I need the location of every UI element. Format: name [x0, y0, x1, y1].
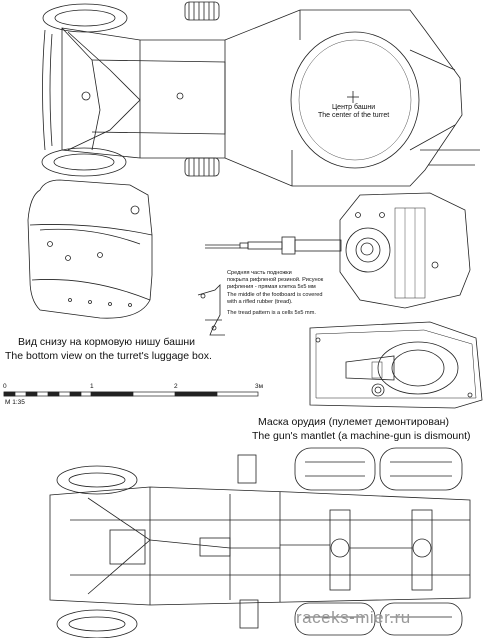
top-view-rear-wheels	[184, 1, 220, 177]
top-view-drawing	[41, 1, 480, 187]
scale-tick-0: 0	[3, 383, 7, 390]
chassis-rear-bogies	[294, 447, 463, 636]
turret-center-label-en: The center of the turret	[318, 112, 390, 119]
scale-ratio: М 1:35	[5, 399, 25, 406]
footboard-note-en-1: The middle of the footboard is covered	[227, 292, 323, 298]
footboard-note-ru-1: Средняя часть подножки	[227, 270, 292, 276]
footboard-note-en-2: with a rifled rubber (tread).	[227, 299, 293, 305]
footboard-bracket-drawing	[197, 284, 225, 336]
turret-side-drawing	[205, 192, 471, 309]
scale-bar	[3, 391, 259, 397]
mantlet-drawing	[309, 321, 483, 409]
scale-tick-1: 1	[90, 383, 94, 390]
footboard-note-en-3: The tread pattern is a cells 5x5 mm.	[227, 310, 316, 316]
watermark: raceks-mier.ru	[296, 608, 411, 627]
scale-tick-3: 3м	[255, 383, 264, 390]
footboard-note-ru-3: рифления - прямая клетка 5x5 мм	[227, 284, 316, 290]
luggage-box-caption-ru: Вид снизу на кормовую нишу башни	[18, 336, 196, 348]
mantlet-caption-ru: Маска орудия (пулемет демонтирован)	[258, 416, 449, 428]
mantlet-caption-en: The gun's mantlet (a machine-gun is dism…	[252, 430, 471, 442]
top-view-hull	[61, 9, 463, 187]
luggage-box-caption-en: The bottom view on the turret's luggage …	[5, 350, 212, 362]
scale-tick-2: 2	[174, 383, 178, 390]
chassis-bottom-drawing	[49, 447, 471, 638]
top-view-front-wheels	[41, 3, 128, 177]
top-view-turret	[290, 31, 420, 169]
footboard-note-ru-2: покрыта рифленой резиной. Рисунок	[227, 277, 324, 283]
chassis-front-wheels	[56, 465, 138, 638]
turret-center-label-ru: Центр башни	[332, 104, 376, 111]
luggage-box-drawing	[27, 179, 153, 319]
